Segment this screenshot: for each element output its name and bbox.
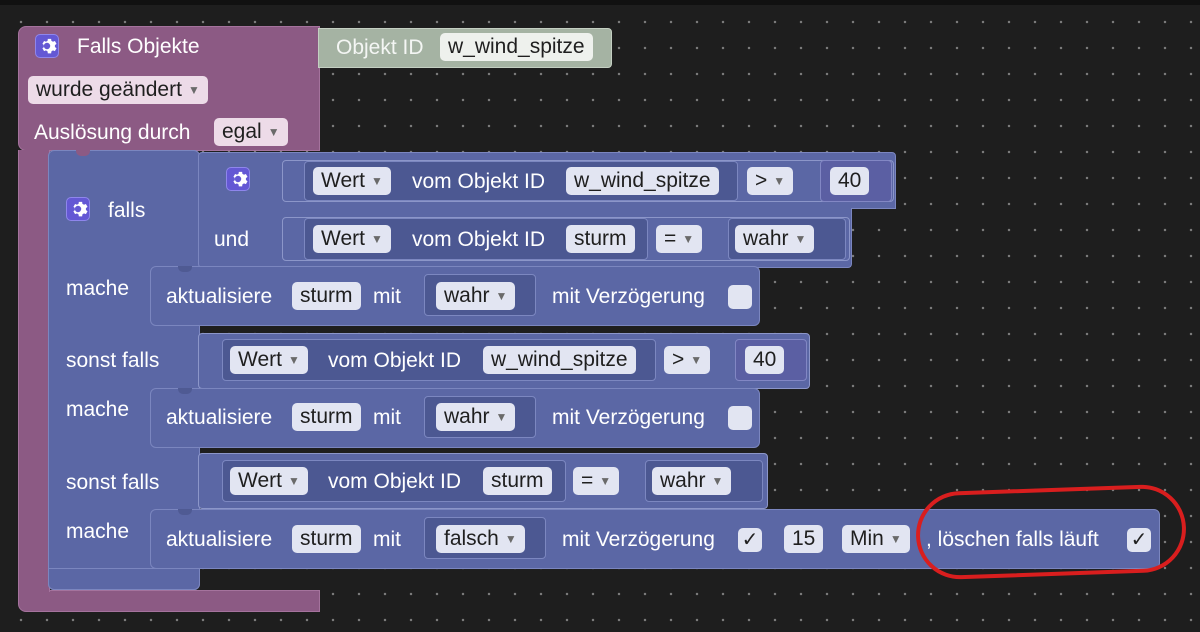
chevron-down-icon: ▼ <box>682 232 695 246</box>
action-1-update-label: aktualisiere <box>166 285 273 308</box>
condition-4-of-object-label: vom Objekt ID <box>328 470 462 493</box>
chevron-down-icon: ▼ <box>370 174 383 188</box>
chevron-down-icon: ▼ <box>504 532 517 546</box>
do-label-3: mache <box>66 520 130 543</box>
connector-tab <box>178 509 192 515</box>
condition-4-property-dropdown[interactable]: Wert▼ <box>230 467 308 495</box>
condition-2-object-field[interactable]: sturm <box>566 225 635 253</box>
connector-tab <box>76 150 90 156</box>
action-3-object-field[interactable]: sturm <box>292 525 361 553</box>
trigger-title: Falls Objekte <box>77 35 200 58</box>
action-3-clear-checkbox[interactable]: ✓ <box>1127 528 1151 552</box>
condition-1-number-field[interactable]: 40 <box>830 167 870 195</box>
chevron-down-icon: ▼ <box>187 83 200 97</box>
action-1-with-label: mit <box>373 285 401 308</box>
condition-1-of-object-label: vom Objekt ID <box>412 170 546 193</box>
condition-2-of-object-label: vom Objekt ID <box>412 228 546 251</box>
condition-4-object-field[interactable]: sturm <box>483 467 552 495</box>
trigger-by-dropdown[interactable]: egal▼ <box>214 118 288 146</box>
chevron-down-icon: ▼ <box>794 232 807 246</box>
chevron-down-icon: ▼ <box>495 410 508 424</box>
chevron-down-icon: ▼ <box>690 353 703 367</box>
action-1-object-field[interactable]: sturm <box>292 282 361 310</box>
condition-1-property-dropdown[interactable]: Wert▼ <box>313 167 391 195</box>
chevron-down-icon: ▼ <box>495 289 508 303</box>
action-3-with-label: mit <box>373 528 401 551</box>
chevron-down-icon: ▼ <box>267 125 280 139</box>
action-3-clear-label: , löschen falls läuft <box>926 528 1099 551</box>
condition-3-of-object-label: vom Objekt ID <box>328 349 462 372</box>
action-2-update-label: aktualisiere <box>166 406 273 429</box>
do-label-1: mache <box>66 277 130 300</box>
annotation-circle <box>914 483 1188 581</box>
do-label-2: mache <box>66 398 130 421</box>
condition-2-operator-dropdown[interactable]: =▼ <box>656 225 703 253</box>
action-3-delay-label: mit Verzögerung <box>562 528 715 551</box>
chevron-down-icon: ▼ <box>287 474 300 488</box>
gear-icon[interactable] <box>35 34 59 58</box>
action-2-delay-label: mit Verzögerung <box>552 406 705 429</box>
trigger-block-spine <box>18 150 50 592</box>
condition-1-object-field[interactable]: w_wind_spitze <box>566 167 719 195</box>
condition-3-number-field[interactable]: 40 <box>745 346 785 374</box>
else-if-label-2: sonst falls <box>66 471 160 494</box>
action-1-value-dropdown[interactable]: wahr▼ <box>436 282 516 310</box>
object-id-field[interactable]: w_wind_spitze <box>440 33 593 61</box>
chevron-down-icon: ▼ <box>773 174 786 188</box>
gear-icon[interactable] <box>226 167 250 191</box>
action-3-update-label: aktualisiere <box>166 528 273 551</box>
chevron-down-icon: ▼ <box>287 353 300 367</box>
action-1-delay-label: mit Verzögerung <box>552 285 705 308</box>
action-2-value-dropdown[interactable]: wahr▼ <box>436 403 516 431</box>
action-2-with-label: mit <box>373 406 401 429</box>
top-edge <box>0 0 1200 5</box>
connector-tab <box>178 388 192 394</box>
action-3-delay-checkbox[interactable]: ✓ <box>738 528 762 552</box>
change-mode-dropdown[interactable]: wurde geändert▼ <box>28 76 208 104</box>
condition-3-property-dropdown[interactable]: Wert▼ <box>230 346 308 374</box>
condition-2-property-dropdown[interactable]: Wert▼ <box>313 225 391 253</box>
chevron-down-icon: ▼ <box>889 532 902 546</box>
action-2-object-field[interactable]: sturm <box>292 403 361 431</box>
object-id-label: Objekt ID <box>336 36 424 59</box>
if-label: falls <box>108 199 146 222</box>
condition-3-operator-dropdown[interactable]: >▼ <box>664 346 711 374</box>
action-3-value-dropdown[interactable]: falsch▼ <box>436 525 525 553</box>
condition-4-bool-dropdown[interactable]: wahr▼ <box>652 467 732 495</box>
condition-3-object-field[interactable]: w_wind_spitze <box>483 346 636 374</box>
trigger-block-footer <box>18 590 320 612</box>
action-2-delay-checkbox[interactable] <box>728 406 752 430</box>
action-1-delay-checkbox[interactable] <box>728 285 752 309</box>
else-if-label-1: sonst falls <box>66 349 160 372</box>
action-3-delay-value-field[interactable]: 15 <box>784 525 824 553</box>
if-block-footer <box>48 568 200 590</box>
trigger-by-label: Auslösung durch <box>34 121 191 144</box>
action-3-delay-unit-dropdown[interactable]: Min▼ <box>842 525 910 553</box>
condition-4-operator-dropdown[interactable]: =▼ <box>573 467 620 495</box>
condition-1-operator-dropdown[interactable]: >▼ <box>747 167 794 195</box>
chevron-down-icon: ▼ <box>370 232 383 246</box>
gear-icon[interactable] <box>66 197 90 221</box>
condition-2-bool-dropdown[interactable]: wahr▼ <box>735 225 815 253</box>
and-label: und <box>214 228 250 251</box>
connector-tab <box>178 266 192 272</box>
chevron-down-icon: ▼ <box>711 474 724 488</box>
chevron-down-icon: ▼ <box>599 474 612 488</box>
